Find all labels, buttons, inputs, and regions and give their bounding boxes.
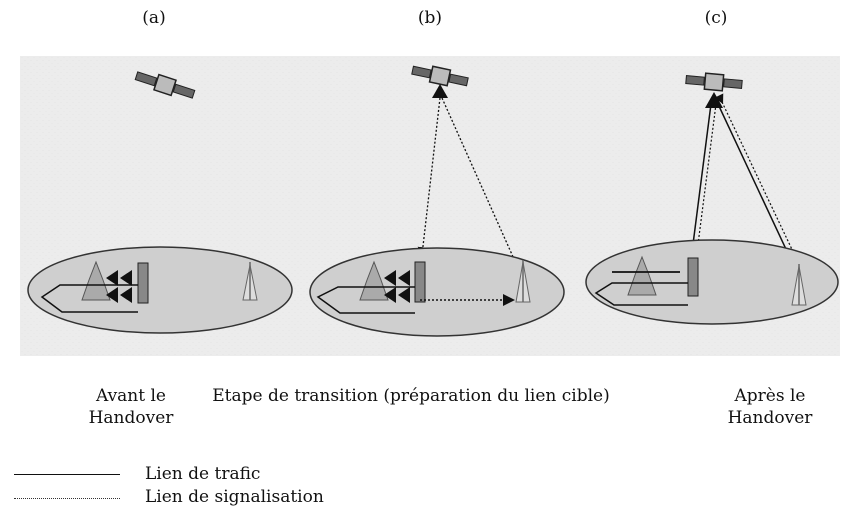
terminal-icon-a xyxy=(137,262,149,304)
terminal-icon-c xyxy=(687,257,699,297)
panel-label-b: (b) xyxy=(417,8,443,28)
legend-solid-line xyxy=(14,474,120,475)
coverage-area-c xyxy=(585,239,839,325)
legend-traffic-label: Lien de trafic xyxy=(145,464,261,484)
caption-before-handover: Avant le Handover xyxy=(76,385,186,429)
panel-label-a: (a) xyxy=(142,8,166,28)
caption-a-line2: Handover xyxy=(88,408,174,428)
caption-c-line1: Après le xyxy=(734,386,806,406)
terminal-icon-b xyxy=(414,261,426,303)
caption-after-handover: Après le Handover xyxy=(710,385,830,429)
satellite-icon-c xyxy=(685,72,743,92)
satellite-icon-b xyxy=(411,65,469,87)
panel-b-scene xyxy=(309,65,565,337)
caption-a-line1: Avant le xyxy=(95,386,166,406)
caption-transition: Etape de transition (préparation du lien… xyxy=(212,386,610,406)
panel-c-scene xyxy=(585,72,839,325)
legend-signaling-label: Lien de signalisation xyxy=(145,487,324,507)
panel-a-scene xyxy=(27,71,293,334)
satellite-icon-a xyxy=(134,71,196,99)
handover-scene xyxy=(20,56,840,356)
legend-dotted-line xyxy=(14,498,120,499)
panel-label-c: (c) xyxy=(704,8,728,28)
caption-c-line2: Handover xyxy=(727,408,813,428)
